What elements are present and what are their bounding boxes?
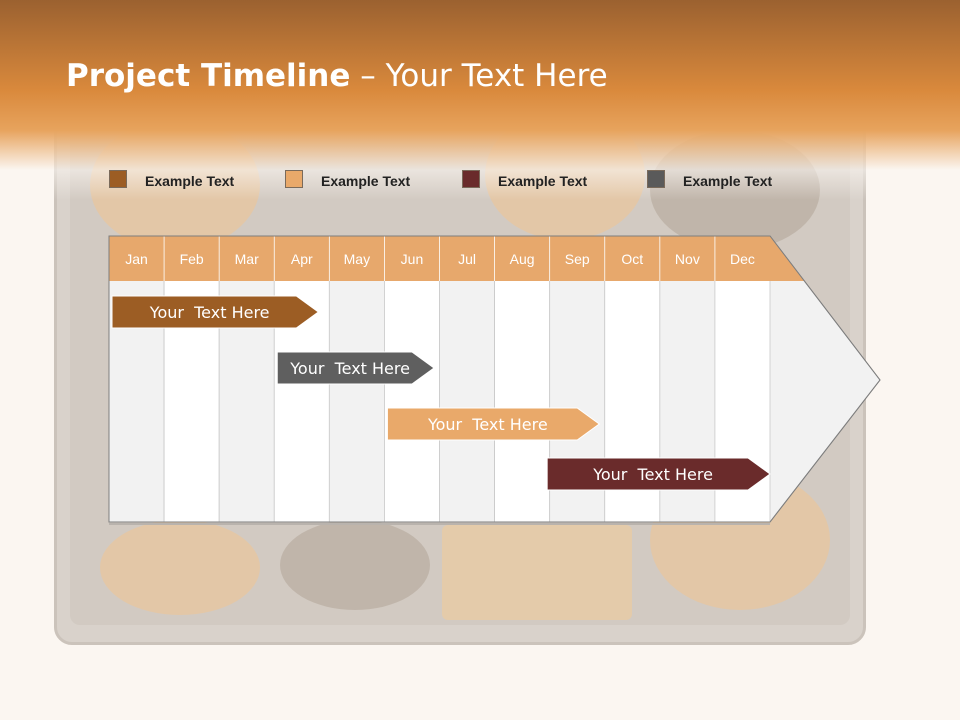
legend-label: Example Text (145, 173, 235, 189)
task-bar[interactable]: Your Text Here (386, 407, 601, 441)
month-label: Dec (730, 251, 755, 267)
slide-title: Project Timeline – Your Text Here (66, 58, 608, 94)
legend-swatch (462, 170, 480, 188)
month-column (494, 235, 551, 523)
month-header-strip (109, 236, 804, 281)
month-label: Oct (621, 251, 643, 267)
legend-label: Example Text (321, 173, 411, 189)
legend-label: Example Text (683, 173, 773, 189)
task-bar[interactable]: Your Text Here (111, 295, 320, 329)
task-bar[interactable]: Your Text Here (546, 457, 771, 491)
month-label: Apr (291, 251, 313, 267)
legend-swatch (109, 170, 127, 188)
task-bar-shape (276, 351, 435, 385)
task-bar-shape (386, 407, 601, 441)
task-bar-label: Your Text Here (149, 303, 270, 322)
month-label: Nov (675, 251, 700, 267)
task-bar-shape (546, 457, 771, 491)
month-column (439, 235, 495, 523)
task-bar-label: Your Text Here (289, 359, 410, 378)
cookie-image (100, 520, 260, 615)
month-label: Feb (180, 251, 204, 267)
task-bar-shape (111, 295, 320, 329)
timeline-arrow-outline (108, 235, 881, 523)
legend-swatch (647, 170, 665, 188)
month-column (108, 235, 165, 523)
task-bar-label: Your Text Here (592, 465, 713, 484)
task-bar[interactable]: Your Text Here (276, 351, 435, 385)
month-column (163, 235, 220, 523)
month-label: May (344, 251, 370, 267)
legend-label: Example Text (498, 173, 588, 189)
month-label: Mar (235, 251, 259, 267)
biscuit-image (442, 525, 632, 620)
month-label: Jul (458, 251, 476, 267)
title-bold: Project Timeline (66, 58, 351, 94)
month-label: Sep (565, 251, 590, 267)
legend-swatch (285, 170, 303, 188)
header-band (0, 0, 960, 200)
title-rest: – Your Text Here (350, 58, 608, 94)
month-label: Aug (510, 251, 535, 267)
task-bar-label: Your Text Here (427, 415, 548, 434)
month-label: Jan (125, 251, 148, 267)
month-label: Jun (401, 251, 424, 267)
cookie-image (280, 520, 430, 610)
